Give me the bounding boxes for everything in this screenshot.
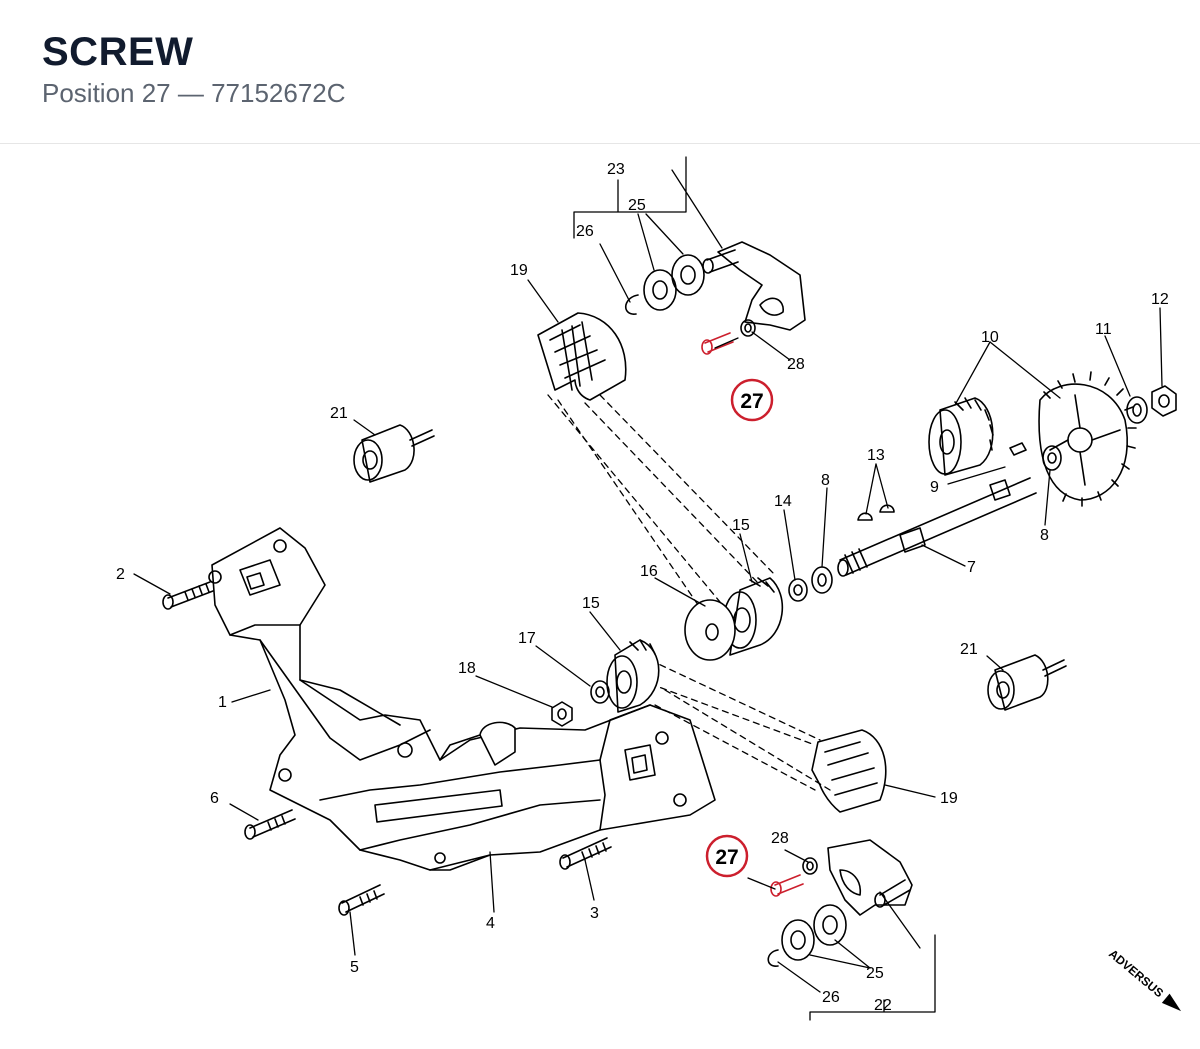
washer-28-bottom (802, 857, 818, 875)
watermark-text: ADVERSUS (1106, 947, 1166, 1001)
label-6: 6 (210, 790, 219, 807)
label-2: 2 (116, 566, 125, 583)
washer-28-top (740, 319, 756, 337)
washer-16 (684, 599, 736, 661)
label-9: 9 (930, 479, 939, 496)
label-28-bottom: 28 (771, 830, 789, 847)
rubber-mount-21-top (353, 424, 435, 483)
drive-belt-19-bottom (811, 729, 887, 813)
diagram-svg: 1 2 3 4 5 6 7 8 8 9 10 11 12 13 14 15 15… (116, 156, 1182, 1021)
label-1: 1 (218, 694, 227, 711)
screw-27-top[interactable] (701, 332, 734, 355)
circlip-26-bottom (767, 949, 779, 967)
bolt-2 (162, 581, 214, 610)
part-title: SCREW (42, 30, 194, 74)
label-15-left: 15 (582, 595, 600, 612)
leader-lines (133, 156, 1163, 1021)
label-15-right: 15 (732, 517, 750, 534)
callout-27-top-text: 27 (740, 390, 763, 413)
adversus-watermark: ADVERSUS (1106, 947, 1182, 1012)
belt-path-lines (547, 394, 831, 791)
washer-11 (1126, 396, 1148, 424)
label-3: 3 (590, 905, 599, 922)
callout-27-top[interactable]: 27 (730, 378, 774, 422)
bolt-6 (244, 809, 296, 840)
bearing-25-bottom (781, 904, 847, 961)
label-22: 22 (874, 997, 892, 1014)
bolt-5 (338, 884, 385, 916)
label-7: 7 (967, 559, 976, 576)
label-26-top: 26 (576, 223, 594, 240)
label-11: 11 (1095, 321, 1112, 338)
pulley-15-left (606, 639, 660, 713)
nut-12 (1151, 385, 1177, 417)
woodruff-key-13 (857, 504, 895, 521)
label-16: 16 (640, 563, 658, 580)
tensioner-bracket-top (702, 241, 806, 331)
callout-27-bottom-text: 27 (715, 846, 738, 869)
callout-27-bottom[interactable]: 27 (705, 834, 749, 878)
label-10: 10 (981, 329, 999, 346)
circlip-26-top (624, 294, 639, 315)
page-header: SCREW Position 27 — 77152672C (0, 0, 1200, 144)
rubber-mount-21-right (987, 654, 1067, 711)
part-subtitle: Position 27 — 77152672C (42, 78, 346, 108)
label-21-top: 21 (330, 405, 348, 422)
label-8-rear: 8 (1040, 527, 1049, 544)
label-19-top: 19 (510, 262, 528, 279)
bearing-25-top (643, 254, 705, 311)
label-5: 5 (350, 959, 359, 976)
label-26-bottom: 26 (822, 989, 840, 1006)
gear-10-large (1038, 371, 1137, 507)
label-25-bottom: 25 (866, 965, 884, 982)
label-12: 12 (1151, 291, 1169, 308)
label-25-top: 25 (628, 197, 646, 214)
key-9 (1009, 442, 1027, 456)
label-21-right: 21 (960, 641, 978, 658)
gear-10-small (928, 397, 994, 476)
label-28-top: 28 (787, 356, 805, 373)
shaft-7 (837, 477, 1037, 577)
exploded-parts-diagram: 1 2 3 4 5 6 7 8 8 9 10 11 12 13 14 15 15… (0, 145, 1200, 1044)
label-18: 18 (458, 660, 476, 677)
screw-27-bottom[interactable] (770, 874, 804, 897)
washer-8-front (811, 566, 833, 594)
washer-14 (788, 578, 808, 602)
label-8-front: 8 (821, 472, 830, 489)
bolt-3 (559, 837, 612, 870)
drive-belt-19-top (537, 312, 627, 401)
label-17: 17 (518, 630, 536, 647)
label-23: 23 (607, 161, 625, 178)
label-14: 14 (774, 493, 792, 510)
washer-17 (590, 680, 610, 704)
label-13: 13 (867, 447, 885, 464)
washer-8-rear (1042, 445, 1062, 471)
swingarm-part (208, 527, 716, 871)
label-19-bottom: 19 (940, 790, 958, 807)
label-4: 4 (486, 915, 495, 932)
nut-18 (551, 701, 573, 727)
tensioner-bracket-bottom (827, 839, 913, 916)
pulley-15-right (723, 577, 784, 656)
